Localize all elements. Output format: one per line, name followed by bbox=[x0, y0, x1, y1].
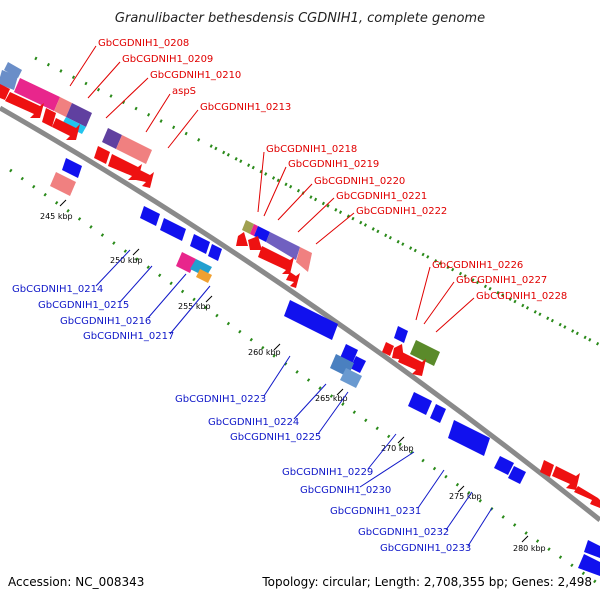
tick-label-280: 280 kbp bbox=[513, 544, 546, 553]
gene-red-block-4[interactable] bbox=[382, 342, 426, 376]
label-gbcgdnih1-0227[interactable]: GbCGDNIH1_0227 bbox=[456, 275, 547, 286]
gene-0210[interactable] bbox=[54, 97, 72, 117]
gene-0221-purple[interactable] bbox=[266, 232, 300, 260]
gene-asps[interactable] bbox=[66, 103, 92, 127]
forward-labels: GbCGDNIH1_0208 GbCGDNIH1_0209 GbCGDNIH1_… bbox=[98, 38, 567, 302]
reverse-gene-track bbox=[50, 158, 600, 576]
label-gbcgdnih1-0217[interactable]: GbCGDNIH1_0217 bbox=[83, 331, 174, 342]
tick-marks bbox=[59, 199, 529, 543]
gene-red-block-3[interactable] bbox=[236, 232, 300, 288]
label-gbcgdnih1-0220[interactable]: GbCGDNIH1_0220 bbox=[314, 176, 405, 187]
label-gbcgdnih1-0226[interactable]: GbCGDNIH1_0226 bbox=[432, 260, 523, 271]
gene-rev-0217-orange[interactable] bbox=[196, 269, 212, 283]
label-gbcgdnih1-0209[interactable]: GbCGDNIH1_0209 bbox=[122, 54, 213, 65]
gene-0212[interactable] bbox=[102, 128, 122, 149]
label-gbcgdnih1-0210[interactable]: GbCGDNIH1_0210 bbox=[150, 70, 241, 81]
gene-0211[interactable] bbox=[62, 117, 86, 134]
gene-0222-pink[interactable] bbox=[296, 247, 312, 272]
tick-label-265: 265 kbp bbox=[315, 394, 348, 403]
label-gbcgdnih1-0231[interactable]: GbCGDNIH1_0231 bbox=[330, 506, 421, 517]
label-gbcgdnih1-0228[interactable]: GbCGDNIH1_0228 bbox=[476, 291, 567, 302]
gene-0228-olive[interactable] bbox=[410, 340, 440, 366]
tick-label-255: 255 kbp bbox=[178, 302, 211, 311]
accession-text: Accession: NC_008343 bbox=[8, 575, 144, 589]
label-gbcgdnih1-0213[interactable]: GbCGDNIH1_0213 bbox=[200, 102, 291, 113]
label-gbcgdnih1-0222[interactable]: GbCGDNIH1_0222 bbox=[356, 206, 447, 217]
reverse-labels: GbCGDNIH1_0214 GbCGDNIH1_0215 GbCGDNIH1_… bbox=[12, 284, 471, 554]
genome-summary-text: Topology: circular; Length: 2,708,355 bp… bbox=[261, 575, 592, 589]
label-gbcgdnih1-0216[interactable]: GbCGDNIH1_0216 bbox=[60, 316, 151, 327]
label-gbcgdnih1-0229[interactable]: GbCGDNIH1_0229 bbox=[282, 467, 373, 478]
gene-rev-blue-1[interactable] bbox=[62, 158, 82, 178]
gene-0219-pink[interactable] bbox=[250, 224, 258, 236]
label-gbcgdnih1-0214[interactable]: GbCGDNIH1_0214 bbox=[12, 284, 103, 295]
genome-backbone bbox=[0, 105, 600, 522]
label-asps[interactable]: aspS bbox=[172, 86, 196, 97]
gene-0213[interactable] bbox=[116, 135, 152, 164]
label-gbcgdnih1-0224[interactable]: GbCGDNIH1_0224 bbox=[208, 417, 299, 428]
label-gbcgdnih1-0225[interactable]: GbCGDNIH1_0225 bbox=[230, 432, 321, 443]
reverse-leader-lines bbox=[95, 249, 493, 547]
tick-labels: 245 kbp 250 kbp 255 kbp 260 kbp 265 kbp … bbox=[40, 212, 546, 553]
label-gbcgdnih1-0223[interactable]: GbCGDNIH1_0223 bbox=[175, 394, 266, 405]
label-gbcgdnih1-0218[interactable]: GbCGDNIH1_0218 bbox=[266, 144, 357, 155]
gene-0208[interactable] bbox=[0, 62, 22, 90]
forward-leader-lines bbox=[69, 45, 475, 333]
label-gbcgdnih1-0221[interactable]: GbCGDNIH1_0221 bbox=[336, 191, 427, 202]
label-gbcgdnih1-0208[interactable]: GbCGDNIH1_0208 bbox=[98, 38, 189, 49]
gene-rev-0225-steel[interactable] bbox=[340, 368, 362, 388]
label-gbcgdnih1-0233[interactable]: GbCGDNIH1_0233 bbox=[380, 543, 471, 554]
tick-label-270: 270 kbp bbox=[381, 444, 414, 453]
gene-red-block-1[interactable] bbox=[0, 84, 80, 140]
gene-rev-blue-block-3[interactable] bbox=[408, 392, 600, 576]
label-gbcgdnih1-0230[interactable]: GbCGDNIH1_0230 bbox=[300, 485, 391, 496]
tick-label-260: 260 kbp bbox=[248, 348, 281, 357]
label-gbcgdnih1-0219[interactable]: GbCGDNIH1_0219 bbox=[288, 159, 379, 170]
tick-label-250: 250 kbp bbox=[110, 256, 143, 265]
inner-dotted-track bbox=[9, 168, 600, 587]
tick-label-275: 275 kbp bbox=[449, 492, 482, 501]
gene-0226-blue[interactable] bbox=[394, 326, 408, 343]
map-title: Granulibacter bethesdensis CGDNIH1, comp… bbox=[115, 11, 485, 26]
gene-red-block-5[interactable] bbox=[540, 460, 600, 508]
gene-rev-0214-pink[interactable] bbox=[50, 172, 76, 196]
tick-label-245: 245 kbp bbox=[40, 212, 73, 221]
forward-gene-track bbox=[0, 62, 600, 508]
gene-rev-blue-block-1[interactable] bbox=[140, 206, 222, 261]
gene-0209[interactable] bbox=[14, 78, 60, 111]
gene-0218-olive[interactable] bbox=[242, 220, 254, 234]
gene-red-block-2[interactable] bbox=[94, 146, 154, 188]
label-gbcgdnih1-0232[interactable]: GbCGDNIH1_0232 bbox=[358, 527, 449, 538]
label-gbcgdnih1-0215[interactable]: GbCGDNIH1_0215 bbox=[38, 300, 129, 311]
